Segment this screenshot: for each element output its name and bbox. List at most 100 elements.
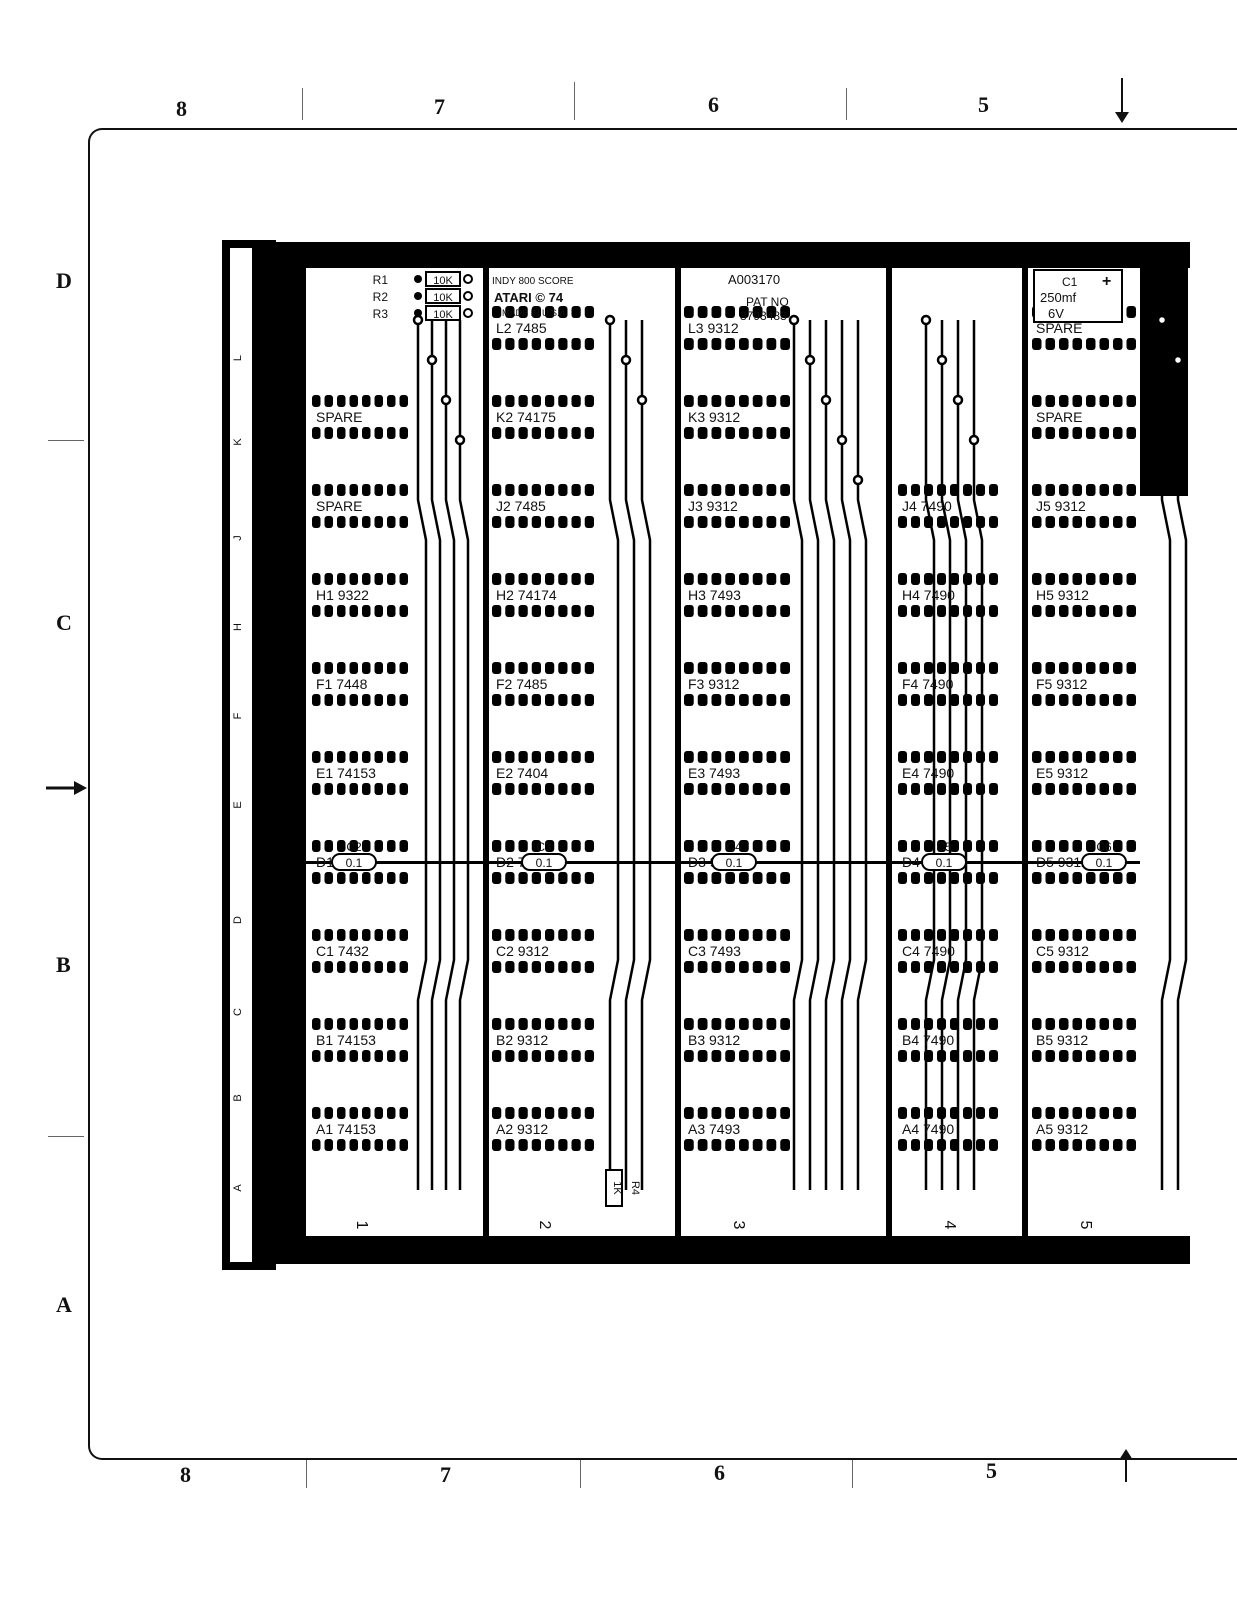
chip-label: A5 9312: [1036, 1121, 1088, 1137]
header-line-1: INDY 800 SCORE: [492, 276, 574, 287]
ic-footprint: J4 7490: [898, 484, 998, 528]
bypass-cap-ref: C3: [536, 840, 552, 854]
copper-trace: [792, 320, 804, 1190]
column-number: 5: [1077, 1221, 1094, 1230]
via: [836, 434, 848, 446]
tick: [846, 88, 847, 120]
via: [920, 314, 932, 326]
edge-letter: C: [232, 1008, 244, 1016]
center-arrow-bottom-icon: [1119, 1449, 1133, 1482]
power-rail: [483, 268, 489, 1236]
capacitor-polarity: +: [1102, 273, 1111, 290]
ic-footprint: L2 7485: [492, 306, 594, 350]
edge-letter: F: [232, 712, 244, 719]
tick: [580, 1458, 581, 1488]
chip-label: H5 9312: [1036, 587, 1089, 603]
resistor-value: 10K: [433, 309, 453, 321]
ic-footprint: H4 7490: [898, 573, 998, 617]
top-zone-8: 8: [176, 96, 187, 121]
chip-label: F5 9312: [1036, 676, 1088, 692]
chip-label: C4 7490: [902, 943, 955, 959]
copper-trace: [808, 320, 820, 1190]
chip-label: F4 7490: [902, 676, 954, 692]
edge-letter: A: [232, 1184, 244, 1192]
chip-label: E3 7493: [688, 765, 740, 781]
via: [820, 394, 832, 406]
top-zone-7: 7: [434, 94, 445, 119]
ic-footprint: J2 7485: [492, 484, 594, 528]
edge-letter: L: [232, 355, 244, 361]
bottom-zone-6: 6: [714, 1460, 725, 1485]
via: [1156, 314, 1168, 326]
bypass-cap-ref: C2: [346, 840, 362, 854]
via: [852, 474, 864, 486]
tick: [48, 1136, 84, 1137]
ic-footprint: B3 9312: [684, 1018, 790, 1062]
ground-bus: [272, 242, 1190, 268]
ic-footprint: J3 9312: [684, 484, 790, 528]
via: [412, 314, 424, 326]
bottom-zone-5: 5: [986, 1458, 997, 1483]
chip-label: D5 9312: [1036, 854, 1089, 870]
edge-letter: B: [232, 1094, 244, 1101]
left-zone-b: B: [56, 952, 71, 977]
chip-label: J3 9312: [688, 498, 738, 514]
top-zone-5: 5: [978, 92, 989, 117]
edge-letter: H: [232, 623, 244, 631]
ic-footprint: F4 7490: [898, 662, 998, 706]
via: [968, 434, 980, 446]
tick: [306, 1458, 307, 1488]
edge-letter: D: [232, 916, 244, 924]
edge-letter: J: [232, 535, 244, 541]
ic-footprint: A4 7490: [898, 1107, 998, 1151]
ic-footprint: A5 9312: [1032, 1107, 1136, 1151]
chip-label: B2 9312: [496, 1032, 548, 1048]
ic-footprint: B4 7490: [898, 1018, 998, 1062]
via: [1172, 354, 1184, 366]
chip-label: E5 9312: [1036, 765, 1088, 781]
column-number: 4: [941, 1221, 958, 1230]
chip-label: C2 9312: [496, 943, 549, 959]
copper-trace: [640, 320, 652, 1190]
bypass-cap-ref: C5: [936, 840, 952, 854]
header-line-2: ATARI © 74: [494, 290, 564, 305]
ic-footprint: C3 7493: [684, 929, 790, 973]
column-number: 3: [730, 1221, 747, 1230]
ic-footprint: F2 7485: [492, 662, 594, 706]
via: [636, 394, 648, 406]
column-number: 1: [353, 1221, 370, 1230]
chip-label: F1 7448: [316, 676, 368, 692]
chip-label: J4 7490: [902, 498, 952, 514]
copper-trace: [430, 320, 442, 1190]
copper-trace: [444, 320, 456, 1190]
via: [804, 354, 816, 366]
resistor-value: 10K: [433, 275, 453, 287]
capacitor-ref: C1: [1062, 275, 1078, 289]
chip-label: C3 7493: [688, 943, 741, 959]
copper-trace: [608, 320, 620, 1190]
resistor-value: 10K: [433, 292, 453, 304]
ic-footprint: B2 9312: [492, 1018, 594, 1062]
resistor-ref: R1: [373, 273, 389, 287]
ic-footprint: E2 7404: [492, 751, 594, 795]
patent-number: 3793483: [740, 309, 787, 323]
bypass-cap-value: 0.1: [536, 856, 553, 870]
bypass-cap-value: 0.1: [936, 856, 953, 870]
left-zone-c: C: [56, 610, 72, 635]
copper-trace: [824, 320, 836, 1190]
chip-label: J2 7485: [496, 498, 546, 514]
ic-footprint: A3 7493: [684, 1107, 790, 1151]
ic-footprint: B1 74153: [312, 1018, 408, 1062]
ic-footprint: C4 7490: [898, 929, 998, 973]
ic-footprint: B5 9312: [1032, 1018, 1136, 1062]
resistor-ref: R3: [373, 307, 389, 321]
tick: [302, 88, 303, 120]
chip-label: L2 7485: [496, 320, 547, 336]
ic-footprint: SPARE: [312, 484, 408, 528]
ic-footprint: SPARE: [1032, 395, 1136, 439]
via: [454, 434, 466, 446]
chip-label: E1 74153: [316, 765, 376, 781]
ic-footprint: C1 7432: [312, 929, 408, 973]
patent-label: PAT NO: [746, 295, 789, 309]
drawing-frame: [88, 128, 1237, 1460]
